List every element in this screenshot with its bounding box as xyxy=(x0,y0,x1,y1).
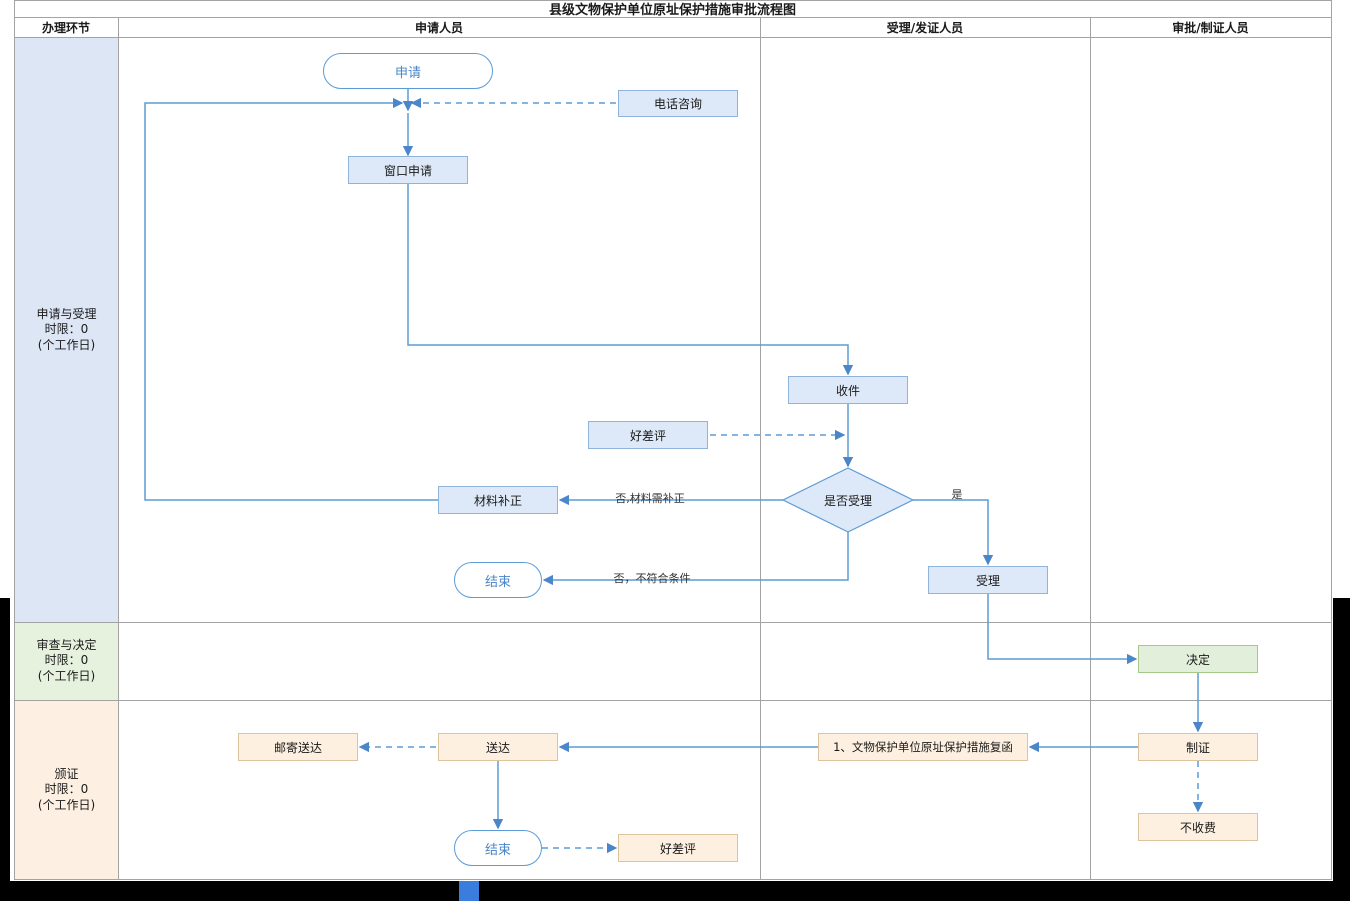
edge-window-to-receive xyxy=(407,184,854,376)
node-reply-doc: 1、文物保护单位原址保护措施复函 xyxy=(818,733,1028,761)
node-end-bottom: 结束 xyxy=(454,830,542,866)
column-header-approval: 审批/制证人员 xyxy=(1172,20,1249,35)
node-receive: 收件 xyxy=(788,376,908,404)
grid-line xyxy=(760,17,761,880)
grid-line xyxy=(14,0,1332,1)
lane-bg-issue xyxy=(15,700,118,880)
column-header-applicant: 申请人员 xyxy=(414,20,463,35)
lane-label-issue: 颁证 时限：0 (个工作日) xyxy=(37,766,96,812)
edge-accept-to-decide xyxy=(987,594,1138,665)
grid-line xyxy=(14,37,1332,38)
grid-line xyxy=(118,17,119,880)
grid-line xyxy=(14,879,1332,880)
node-decide: 决定 xyxy=(1138,645,1258,673)
node-no-fee: 不收费 xyxy=(1138,813,1258,841)
lane-label-review: 审查与决定 时限：0 (个工作日) xyxy=(36,637,97,683)
node-phone-consult: 电话咨询 xyxy=(618,90,738,117)
grid-line xyxy=(14,700,1332,701)
grid-line xyxy=(1090,17,1091,880)
grid-line xyxy=(14,0,15,880)
lane-label-application: 申请与受理 时限：0 (个工作日) xyxy=(36,306,97,352)
node-review-top: 好差评 xyxy=(588,421,708,449)
edge-decision-to-end xyxy=(542,532,849,586)
grid-line xyxy=(14,622,1332,623)
edge-label-yes: 是 xyxy=(951,488,963,501)
node-end-top: 结束 xyxy=(454,562,542,598)
bottom-blue-square xyxy=(459,881,479,901)
column-header-stage: 办理环节 xyxy=(41,20,90,35)
page-title: 县级文物保护单位原址保护措施审批流程图 xyxy=(548,3,796,18)
edge-label-no-supplement: 否,材料需补正 xyxy=(615,492,685,505)
screen-black-bottom xyxy=(0,881,1350,901)
node-accept: 受理 xyxy=(928,566,1048,594)
screen-black-right xyxy=(1333,598,1350,881)
node-review-bottom: 好差评 xyxy=(618,834,738,862)
lane-bg-application xyxy=(15,38,118,622)
node-supplement: 材料补正 xyxy=(438,486,558,514)
grid-line xyxy=(14,17,1332,18)
node-deliver: 送达 xyxy=(438,733,558,761)
column-header-acceptance: 受理/发证人员 xyxy=(886,20,964,35)
node-decision: 是否受理 xyxy=(823,493,872,508)
edge-decision-to-accept xyxy=(913,499,994,566)
node-window-apply: 窗口申请 xyxy=(348,156,468,184)
lane-bg-review xyxy=(15,622,118,700)
grid-line xyxy=(1331,0,1332,880)
edge-label-no-reject: 否，不符合条件 xyxy=(613,572,691,585)
node-make-cert: 制证 xyxy=(1138,733,1258,761)
screen-black-left xyxy=(0,598,10,881)
node-apply: 申请 xyxy=(323,53,493,89)
node-mail-deliver: 邮寄送达 xyxy=(238,733,358,761)
